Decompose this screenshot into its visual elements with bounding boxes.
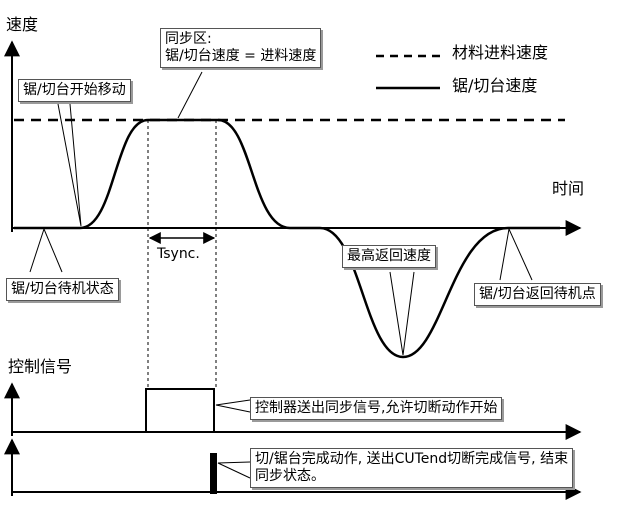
callout-pointer-cutdone bbox=[217, 461, 251, 479]
callout-pointer-start-move bbox=[57, 103, 82, 227]
sync-zone-formula: 锯/切台速度 = 进料速度 bbox=[165, 48, 317, 64]
sync-signal-pulse bbox=[145, 388, 215, 432]
cut-done-callout: 切/锯台完成动作, 送出CUTend切断完成信号, 结束 同步状态。 bbox=[250, 448, 574, 488]
callout-pointer-controller bbox=[215, 399, 251, 413]
sync-zone-title: 同步区: bbox=[165, 31, 212, 47]
cutend-signal-pulse bbox=[210, 453, 217, 494]
cut-done-line-2: 同步状态。 bbox=[255, 468, 325, 484]
time-axis-label: 时间 bbox=[552, 179, 585, 198]
saw-speed-curve bbox=[14, 118, 560, 359]
standby-callout: 锯/切台待机状态 bbox=[6, 278, 119, 301]
return-standby-callout: 锯/切台返回待机点 bbox=[474, 283, 601, 306]
legend-saw-speed-label: 锯/切台速度 bbox=[452, 76, 538, 95]
sync-zone-callout: 同步区: 锯/切台速度 = 进料速度 bbox=[160, 28, 322, 68]
max-return-callout: 最高返回速度 bbox=[342, 245, 436, 268]
control-axis-label: 控制信号 bbox=[8, 357, 73, 376]
callout-pointer-sync-zone bbox=[177, 71, 203, 119]
callout-pointer-standby bbox=[29, 227, 63, 273]
controller-sync-callout: 控制器送出同步信号,允许切断动作开始 bbox=[250, 397, 503, 420]
start-move-callout: 锯/切台开始移动 bbox=[18, 79, 131, 102]
tsync-label: Tsync. bbox=[157, 246, 200, 262]
cut-done-line-1: 切/锯台完成动作, 送出CUTend切断完成信号, 结束 bbox=[255, 451, 569, 467]
callout-pointer-return-standby bbox=[499, 227, 533, 281]
callout-pointer-max-return bbox=[389, 271, 415, 356]
speed-axis-label: 速度 bbox=[6, 15, 39, 34]
legend-material-speed-label: 材料进料速度 bbox=[452, 43, 549, 62]
